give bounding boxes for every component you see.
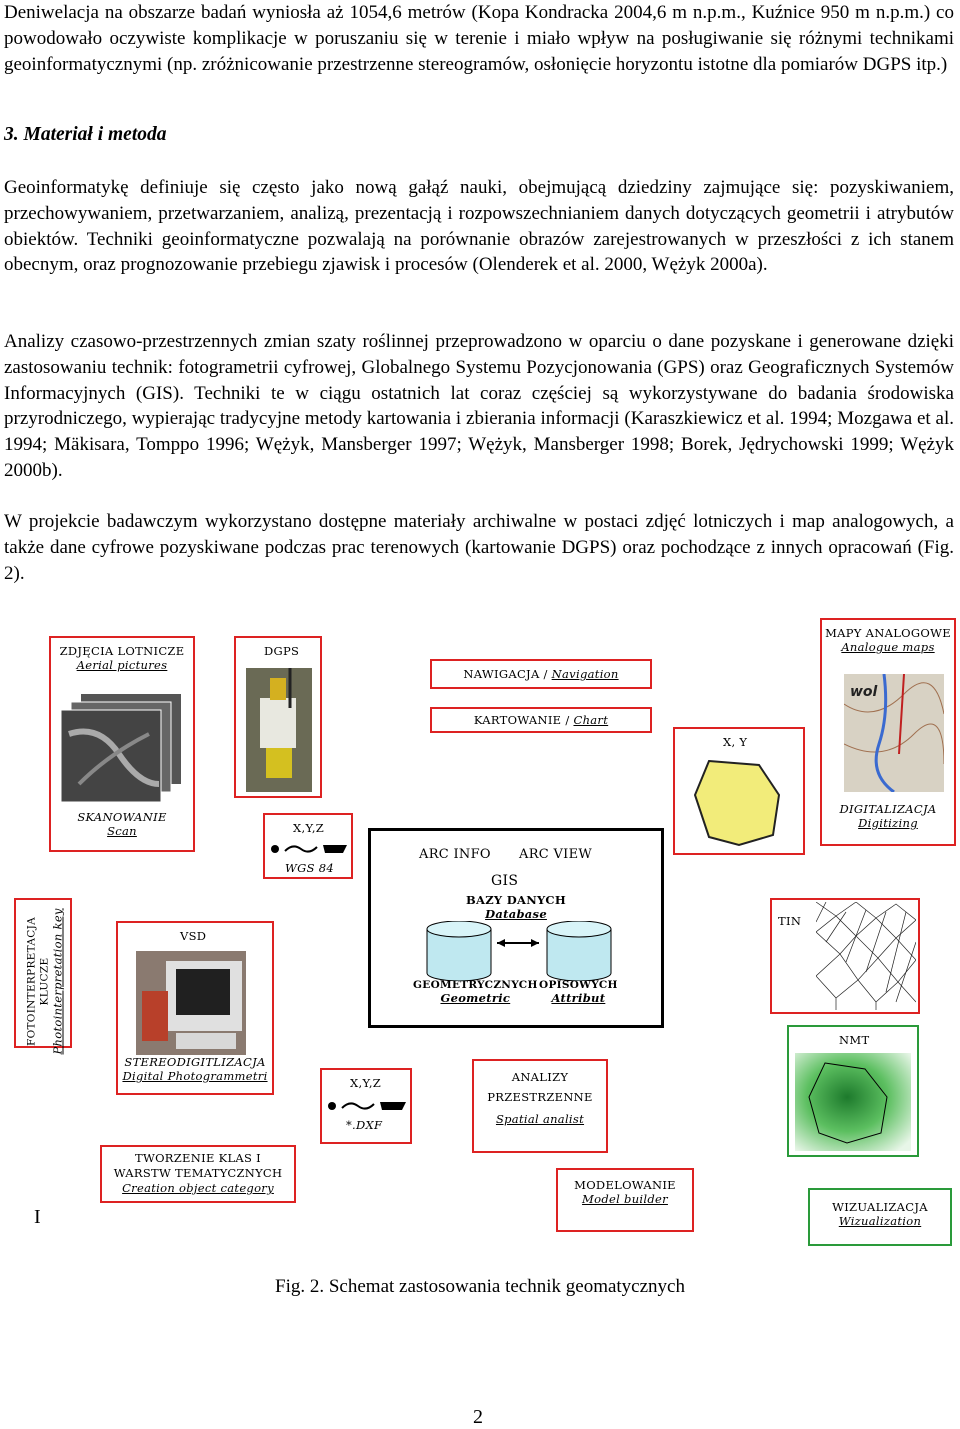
dxf-box: X,Y,Z *.DXF bbox=[320, 1068, 412, 1144]
wgs84-label: WGS 84 bbox=[285, 861, 334, 875]
paragraph-intro: Deniwelacja na obszarze badań wyniosła a… bbox=[4, 2, 954, 75]
geometric-sub: Geometric bbox=[440, 991, 511, 1005]
spatial-analysis-line1: ANALIZY bbox=[511, 1070, 569, 1084]
nmt-label: NMT bbox=[839, 1033, 870, 1047]
polygon-image bbox=[693, 759, 781, 847]
analogue-maps-box: MAPY ANALOGOWE Analogue maps wol DIGITAL… bbox=[820, 618, 956, 846]
stray-mark: I bbox=[34, 1206, 41, 1228]
dgps-device-image bbox=[246, 668, 312, 792]
dxf-label: *.DXF bbox=[346, 1118, 383, 1132]
database-cylinders-icon bbox=[426, 921, 612, 981]
analogue-maps-sub: Analogue maps bbox=[841, 640, 935, 654]
paragraph-analysis: Analizy czasowo-przestrzennych zmian sza… bbox=[4, 331, 954, 481]
database-sub: Database bbox=[485, 907, 547, 921]
aerial-photo-image bbox=[60, 694, 181, 803]
photointerpretation-line1: FOTOINTERPRETACJA bbox=[25, 917, 38, 1046]
chart-box: KARTOWANIE / Chart bbox=[430, 707, 652, 733]
nmt-box: NMT bbox=[787, 1025, 919, 1157]
navigation-box: NAWIGACJA / Navigation bbox=[430, 659, 652, 689]
dgps-box: DGPS bbox=[234, 636, 322, 798]
analogue-maps-title: MAPY ANALOGOWE bbox=[825, 626, 951, 640]
create-categories-line1: TWORZENIE KLAS I bbox=[134, 1151, 262, 1165]
navigation-title: NAWIGACJA / bbox=[463, 667, 552, 681]
stereo-title: STEREODIGITLIZACJA bbox=[124, 1055, 266, 1069]
map-text: wol bbox=[850, 684, 878, 700]
geometric-title: GEOMETRYCZNYCH bbox=[413, 979, 538, 991]
dgps-label: DGPS bbox=[264, 644, 300, 658]
vsd-box: VSD STEREODIGITLIZACJA Digital Photogram… bbox=[116, 921, 274, 1095]
digitizing-sub: Digitizing bbox=[858, 816, 918, 830]
stereo-sub: Digital Photogrammetri bbox=[122, 1069, 268, 1083]
xy-polygon-box: X, Y bbox=[673, 727, 805, 855]
create-categories-sub: Creation object category bbox=[122, 1181, 274, 1195]
chart-sub: Chart bbox=[573, 713, 609, 727]
paragraph-materials: W projekcie badawczym wykorzystano dostę… bbox=[4, 511, 954, 584]
digitizing-title: DIGITALIZACJA bbox=[839, 802, 937, 816]
create-categories-box: TWORZENIE KLAS I WARSTW TEMATYCZNYCH Cre… bbox=[100, 1145, 296, 1203]
gis-label: GIS bbox=[491, 873, 519, 889]
tin-mesh-image bbox=[816, 902, 916, 1010]
paragraph-definition: Geoinformatykę definiuje się często jako… bbox=[4, 177, 954, 276]
arcview-label: ARC VIEW bbox=[519, 847, 593, 862]
aerial-pictures-box: ZDJĘCIA LOTNICZE Aerial pictures SKANOWA… bbox=[49, 636, 195, 852]
vsd-workstation-image bbox=[136, 951, 246, 1055]
database-title: BAZY DANYCH bbox=[466, 893, 566, 907]
nmt-elevation-image bbox=[795, 1053, 911, 1151]
visualization-sub: Wizualization bbox=[838, 1214, 922, 1228]
attribute-title: OPISOWYCH bbox=[539, 979, 618, 991]
gis-box: ARC INFO ARC VIEW GIS BAZY DANYCH Databa… bbox=[368, 828, 664, 1028]
model-builder-box: MODELOWANIE Model builder bbox=[556, 1168, 694, 1232]
visualization-box: WIZUALIZACJA Wizualization bbox=[808, 1188, 952, 1246]
aerial-pictures-title: ZDJĘCIA LOTNICZE bbox=[59, 644, 185, 658]
scan-sub: Scan bbox=[107, 824, 137, 838]
create-categories-line2: WARSTW TEMATYCZNYCH bbox=[113, 1166, 283, 1180]
visualization-title: WIZUALIZACJA bbox=[832, 1200, 928, 1214]
analogue-map-image: wol bbox=[844, 674, 944, 792]
chart-title: KARTOWANIE / bbox=[473, 713, 574, 727]
photointerpretation-box: FOTOINTERPRETACJA KLUCZE Photointerpreta… bbox=[14, 898, 72, 1055]
xy-label: X, Y bbox=[723, 735, 748, 749]
navigation-sub: Navigation bbox=[551, 667, 619, 681]
tin-label: TIN bbox=[778, 914, 802, 928]
vsd-label: VSD bbox=[180, 929, 207, 943]
arcinfo-label: ARC INFO bbox=[419, 847, 491, 862]
wgs84-box: X,Y,Z WGS 84 bbox=[263, 813, 353, 879]
spatial-analysis-sub: Spatial analist bbox=[495, 1112, 585, 1126]
model-builder-sub: Model builder bbox=[582, 1192, 668, 1206]
point-line-polygon-icon bbox=[271, 845, 347, 853]
spatial-analysis-box: ANALIZY PRZESTRZENNE Spatial analist bbox=[472, 1059, 608, 1153]
spatial-analysis-line2: PRZESTRZENNE bbox=[487, 1090, 593, 1104]
section-heading: 3. Materiał i metoda bbox=[4, 124, 167, 145]
tin-box: TIN bbox=[770, 898, 920, 1014]
scan-title: SKANOWANIE bbox=[77, 810, 167, 824]
wgs84-coords: X,Y,Z bbox=[293, 821, 325, 835]
photointerpretation-sub: Photointerpretation key bbox=[50, 908, 65, 1055]
figure-caption: Fig. 2. Schemat zastosowania technik geo… bbox=[275, 1276, 685, 1297]
aerial-pictures-sub: Aerial pictures bbox=[76, 658, 168, 672]
point-line-polygon-icon-dxf bbox=[328, 1102, 406, 1110]
model-builder-title: MODELOWANIE bbox=[574, 1178, 676, 1192]
attribute-sub: Attribut bbox=[551, 991, 606, 1005]
dxf-coords: X,Y,Z bbox=[350, 1076, 382, 1090]
page-number: 2 bbox=[473, 1406, 483, 1428]
